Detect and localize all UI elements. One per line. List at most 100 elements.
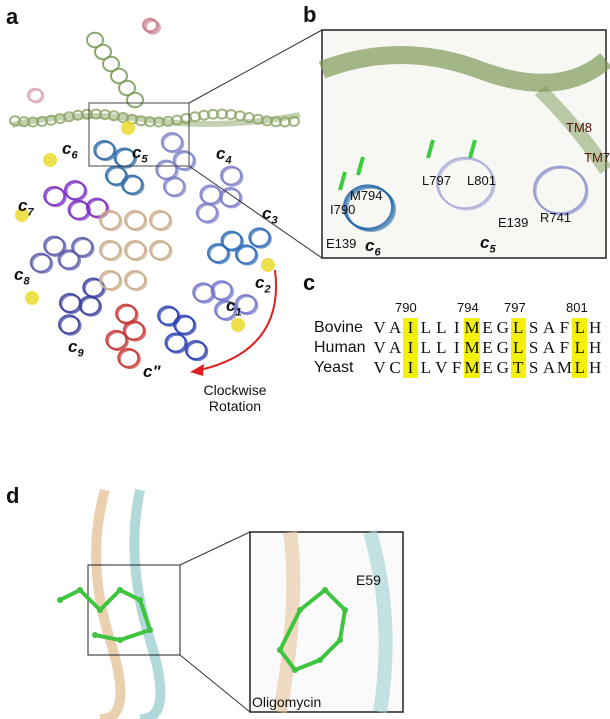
subunit-a-helix [125, 211, 148, 232]
residue: H [589, 318, 602, 337]
residue: F [451, 358, 462, 377]
c-subunit-helix [59, 250, 82, 271]
c-subunit-helix [166, 333, 189, 354]
c-subunit-helix [215, 301, 238, 322]
residue: A [388, 338, 402, 357]
atom [277, 647, 283, 653]
residue-label-i790: I790 [330, 202, 356, 217]
subunit-label-c9: c9 [68, 337, 84, 360]
c-subunit-helix [117, 347, 140, 368]
c-subunit-helix [43, 185, 66, 206]
c-subunit-helix [44, 236, 67, 257]
side-chain [468, 139, 477, 159]
subunit-a-helix [100, 211, 123, 232]
subunit-a-helix [100, 271, 123, 292]
c-subunit-helix [174, 151, 197, 172]
residue: I [402, 338, 419, 358]
alignment-row: YeastVCILVFMEGTSAMLHVCILVFMEGTSAMLH [314, 358, 603, 378]
helix-orange [273, 530, 301, 714]
subunit-a-helix [150, 241, 173, 262]
atom [77, 587, 83, 593]
atom [292, 667, 298, 673]
species-name: Human [314, 339, 366, 356]
subunit-label-b-c5: c5 [480, 233, 496, 256]
subunit-a-helix [99, 210, 121, 230]
lipid [25, 291, 39, 305]
subunit-label-c-double-prime: c" [143, 362, 161, 381]
panel-c-label: c [303, 270, 316, 295]
subunit-a-helix [124, 210, 146, 230]
position-801: 801 [566, 300, 588, 315]
zoom-line [188, 29, 323, 104]
residue-label-e139-c6: E139 [326, 236, 357, 251]
c-subunit-helix [120, 174, 143, 195]
residue: T [510, 358, 526, 378]
c-subunit-helix [234, 294, 257, 315]
subunit-label-c4: c4 [216, 144, 232, 167]
c-subunit-helix [248, 227, 271, 248]
c-subunit-helix [162, 176, 185, 197]
c-subunit-helix [116, 304, 139, 325]
residue: I [453, 318, 460, 337]
residue: C [389, 358, 401, 377]
subunit-label-c5: c5 [132, 143, 148, 166]
subunit-a-helix [124, 240, 146, 260]
subunit-label-c3: c3 [262, 204, 278, 227]
lipid [43, 153, 57, 167]
alignment-row: BovineVAILLIMEGLSAFLHVAILLIMEGLSAFLH [314, 318, 603, 338]
subunit-a-helix [149, 210, 171, 230]
subunit-a-helix [99, 240, 121, 260]
residue: I [402, 318, 419, 338]
residue: M [464, 358, 480, 378]
c-subunit-helix [200, 185, 223, 206]
zoom-line [188, 165, 323, 259]
residue: L [510, 338, 526, 358]
position-794: 794 [457, 300, 479, 315]
c-subunit-helix [174, 315, 197, 336]
residue: S [528, 318, 539, 337]
c-subunit-helix [186, 341, 209, 362]
c-subunit-helix [234, 244, 257, 265]
c-subunit-helix [219, 165, 242, 186]
c-subunit-helix [87, 198, 110, 219]
residue: V [373, 358, 386, 377]
residue: L [572, 338, 588, 358]
helix-turn [288, 115, 300, 127]
c-subunit-helix [105, 329, 128, 350]
subunit-a-helix [100, 241, 123, 262]
residue: L [420, 318, 432, 337]
c5-helix [437, 158, 496, 211]
c-subunit-helix [236, 245, 259, 266]
residue: G [496, 358, 509, 377]
atom [117, 637, 123, 643]
subunit-label-c7: c7 [18, 196, 34, 219]
residue: S [528, 338, 539, 357]
residue: A [542, 338, 556, 357]
c-subunit-helix [162, 133, 185, 154]
atom [147, 627, 153, 633]
c-subunit-helix [184, 340, 207, 361]
c-subunit-helix [192, 282, 215, 303]
residue: I [453, 338, 460, 357]
c-subunit-helix [157, 305, 180, 326]
oligomycin-model [59, 587, 153, 643]
residue: L [572, 358, 588, 378]
c6-helix [343, 184, 393, 230]
residue: M [464, 338, 480, 358]
c-subunit-helix [220, 188, 243, 209]
subunit-a-helix [124, 270, 146, 290]
residue: A [542, 358, 556, 377]
residue-label-m794: M794 [350, 188, 383, 203]
c-subunit-helix [58, 314, 81, 335]
subunit-label-b-c6: c6 [365, 236, 381, 259]
position-797: 797 [504, 300, 526, 315]
residue: H [589, 358, 602, 377]
atom [57, 597, 63, 603]
c-subunit-helix [155, 159, 178, 180]
residue: F [559, 338, 570, 357]
residue: G [496, 338, 509, 357]
side-chain [426, 139, 435, 159]
c5-helix [534, 166, 589, 216]
